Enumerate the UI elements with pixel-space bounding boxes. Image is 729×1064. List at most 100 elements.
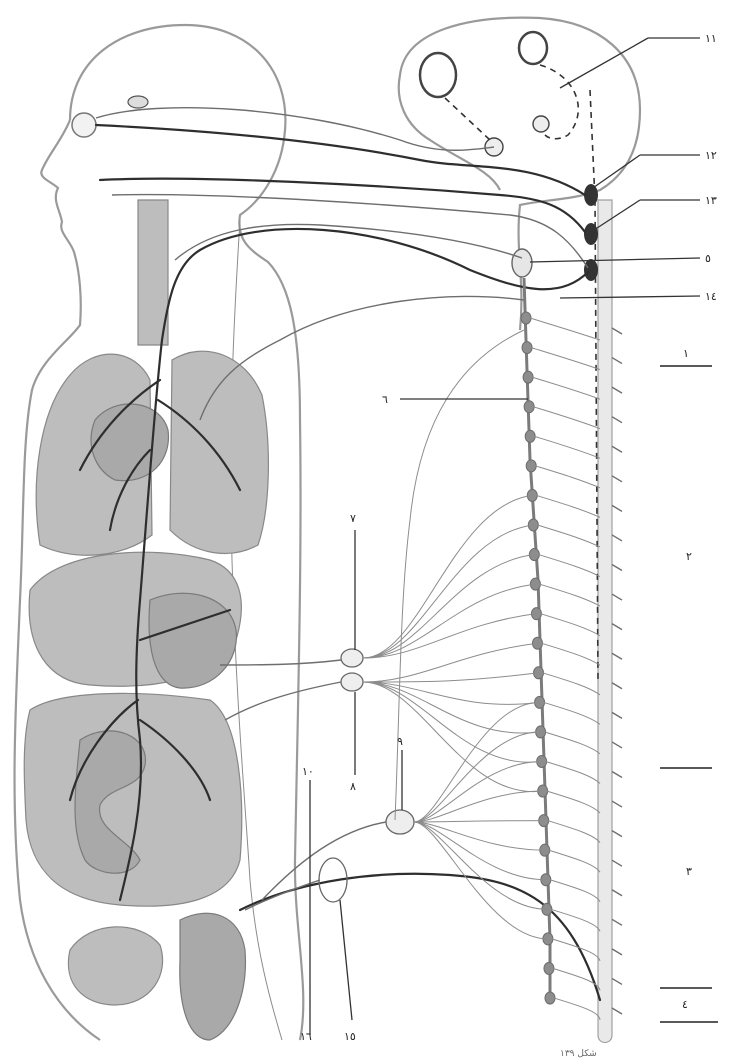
spinal-nerve-root [612, 771, 622, 777]
sympathetic-fibre-body-wall [395, 330, 524, 820]
spinal-nerve-root [612, 919, 622, 925]
ciliary-ganglion [128, 96, 148, 108]
postganglionic-fibre [262, 822, 386, 900]
ramus-communicans [546, 761, 600, 783]
splanchnic-nerves [220, 495, 548, 938]
spinal-nerve-root [612, 890, 622, 896]
ramus-communicans [543, 673, 600, 695]
ramus-communicans [551, 909, 600, 931]
ramus-communicans [541, 643, 600, 665]
postganglionic-fibre [220, 660, 341, 665]
label-6: ٦ [382, 393, 388, 406]
chain-ganglion [545, 992, 555, 1004]
ramus-communicans [540, 614, 600, 636]
sympathetic-fibre-head [175, 224, 522, 260]
spinal-nerve-root [612, 860, 622, 866]
region-label-3: ٣ [686, 865, 692, 878]
label-16: ١٦ [300, 1030, 312, 1043]
label-15: ١٥ [344, 1030, 356, 1043]
label-9: ٩ [397, 735, 403, 748]
ramus-communicans [531, 348, 600, 370]
region-label-4: ٤ [682, 998, 688, 1011]
hypothalamus-neuron-b [533, 116, 549, 132]
spinal-nerve-root [612, 358, 622, 364]
ramus-communicans [539, 584, 600, 606]
spinal-nerve-root [612, 446, 622, 452]
label-12: ١٢ [705, 149, 717, 162]
spinal-nerve-root [612, 742, 622, 748]
chain-ganglion [523, 371, 533, 383]
ramus-communicans [548, 821, 600, 843]
spinal-nerve-root [612, 978, 622, 984]
splanchnic-nerve [363, 495, 532, 658]
leader-12 [590, 155, 640, 190]
chain-ganglion [522, 342, 532, 354]
postganglionic-fibre [245, 880, 320, 910]
label-13: ١٣ [705, 194, 717, 207]
spinal-nerve-root [612, 476, 622, 482]
eye [72, 113, 96, 137]
superior-mesenteric-ganglion [341, 673, 363, 691]
superior-cervical-ganglion [512, 249, 532, 277]
ramus-communicans [533, 407, 600, 429]
brain-dashed-tract-left [445, 98, 490, 140]
ramus-communicans [532, 377, 600, 399]
leader-15 [340, 900, 352, 1020]
label-14: ١٤ [705, 290, 717, 303]
brain-nucleus-right [519, 32, 547, 64]
ramus-communicans [535, 466, 600, 488]
splanchnic-nerve [363, 555, 534, 658]
ramus-communicans [554, 998, 600, 1020]
brainstem-nucleus-2 [584, 223, 598, 245]
spinal-dashed-tract [590, 90, 598, 680]
spinal-nerve-root [612, 683, 622, 689]
splanchnic-nerve [363, 673, 539, 682]
leader-5 [530, 258, 700, 262]
celiac-ganglion [341, 649, 363, 667]
ramus-communicans [544, 702, 600, 724]
ramus-communicans [549, 850, 600, 872]
ramus-communicans [545, 732, 600, 754]
inferior-mesenteric-ganglion [386, 810, 414, 834]
spinal-nerve-root [612, 535, 622, 541]
spinal-nerve-root [612, 505, 622, 511]
lumbar-splanchnic-nerve [414, 822, 548, 939]
label-7: ٧ [350, 512, 356, 525]
region-label-1: ١ [683, 347, 689, 360]
chain-ganglion [544, 962, 554, 974]
chain-ganglion [524, 401, 534, 413]
spinal-nerve-root [612, 624, 622, 630]
brainstem-nucleus-3 [584, 259, 598, 281]
spinal-nerve-root [612, 831, 622, 837]
ramus-communicans [530, 318, 600, 340]
region-label-2: ٢ [686, 550, 692, 563]
lumbar-splanchnic-nerve [414, 821, 544, 822]
spinal-nerve-root [612, 417, 622, 423]
spinal-nerve-root [612, 801, 622, 807]
spinal-nerve-root [612, 712, 622, 718]
heart [91, 404, 168, 481]
ramus-communicans [534, 436, 600, 458]
ramus-communicans [538, 555, 600, 577]
spinal-cord [598, 200, 612, 1043]
label-5: ٥ [705, 252, 711, 265]
chain-ganglion [525, 430, 535, 442]
lumbar-splanchnic-nerve [414, 822, 546, 880]
trachea [138, 200, 168, 345]
splanchnic-nerve [363, 525, 533, 658]
rectum [180, 913, 246, 1040]
chain-ganglion [521, 312, 531, 324]
spinal-nerve-root [612, 653, 622, 659]
spinal-nerve-root [612, 328, 622, 334]
label-10: ١٠ [302, 765, 314, 778]
figure-caption: شكل ١٣٩ [560, 1049, 597, 1059]
label-8: ٨ [350, 780, 356, 793]
spinal-nerve-root [612, 949, 622, 955]
bladder [68, 927, 162, 1005]
lumbar-splanchnic-nerve [414, 822, 547, 909]
splanchnic-nerve [363, 682, 542, 762]
spinal-nerve-root [612, 1008, 622, 1014]
splanchnic-nerve [363, 682, 541, 733]
brain-nucleus-left [420, 53, 456, 97]
